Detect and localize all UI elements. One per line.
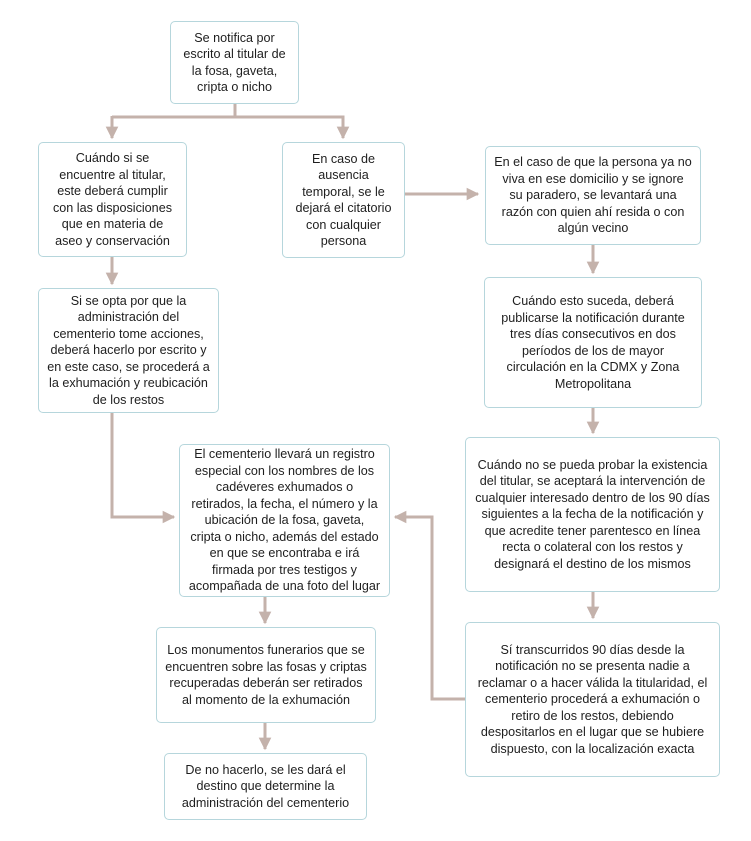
node-otherwise-destination-text: De no hacerlo, se les dará el destino qu… [181,762,350,810]
node-admin-action-text: Si se opta por que la administración del… [47,293,210,407]
node-notify-owner-text: Se notifica por escrito al titular de la… [183,30,286,95]
node-monuments-removed: Los monumentos funerarios que se encuent… [156,627,376,723]
edge-admin-action-to-registry [110,413,176,524]
node-owner-found-text: Cuándo si se encuentre al titular, este … [52,151,172,248]
edge-notify-to-branches [112,104,237,119]
node-owner-found: Cuándo si se encuentre al titular, este … [38,142,187,257]
node-temporary-absence-text: En caso de ausencia temporal, se le deja… [295,151,392,249]
node-after-90-days-text: Sí transcurridos 90 días desde la notifi… [477,642,708,756]
node-otherwise-destination: De no hacerlo, se les dará el destino qu… [164,753,367,820]
node-admin-action: Si se opta por que la administración del… [38,288,219,413]
edge-notify-to-temporary-absence [235,115,350,140]
node-monuments-removed-text: Los monumentos funerarios que se encuent… [165,643,367,707]
node-person-not-living-text: En el caso de que la persona ya no viva … [494,155,692,236]
edge-after-90-to-registry [393,510,465,701]
node-person-not-living: En el caso de que la persona ya no viva … [485,146,701,245]
node-no-proof-owner: Cuándo no se pueda probar la existencia … [465,437,720,592]
node-temporary-absence: En caso de ausencia temporal, se le deja… [282,142,405,258]
node-special-registry: El cementerio llevará un registro especi… [179,444,390,597]
node-no-proof-owner-text: Cuándo no se pueda probar la existencia … [475,457,710,571]
node-notify-owner: Se notifica por escrito al titular de la… [170,21,299,104]
node-after-90-days: Sí transcurridos 90 días desde la notifi… [465,622,720,777]
node-special-registry-text: El cementerio llevará un registro especi… [188,447,381,594]
node-publish-notice-text: Cuándo esto suceda, deberá publicarse la… [501,294,685,391]
node-publish-notice: Cuándo esto suceda, deberá publicarse la… [484,277,702,408]
